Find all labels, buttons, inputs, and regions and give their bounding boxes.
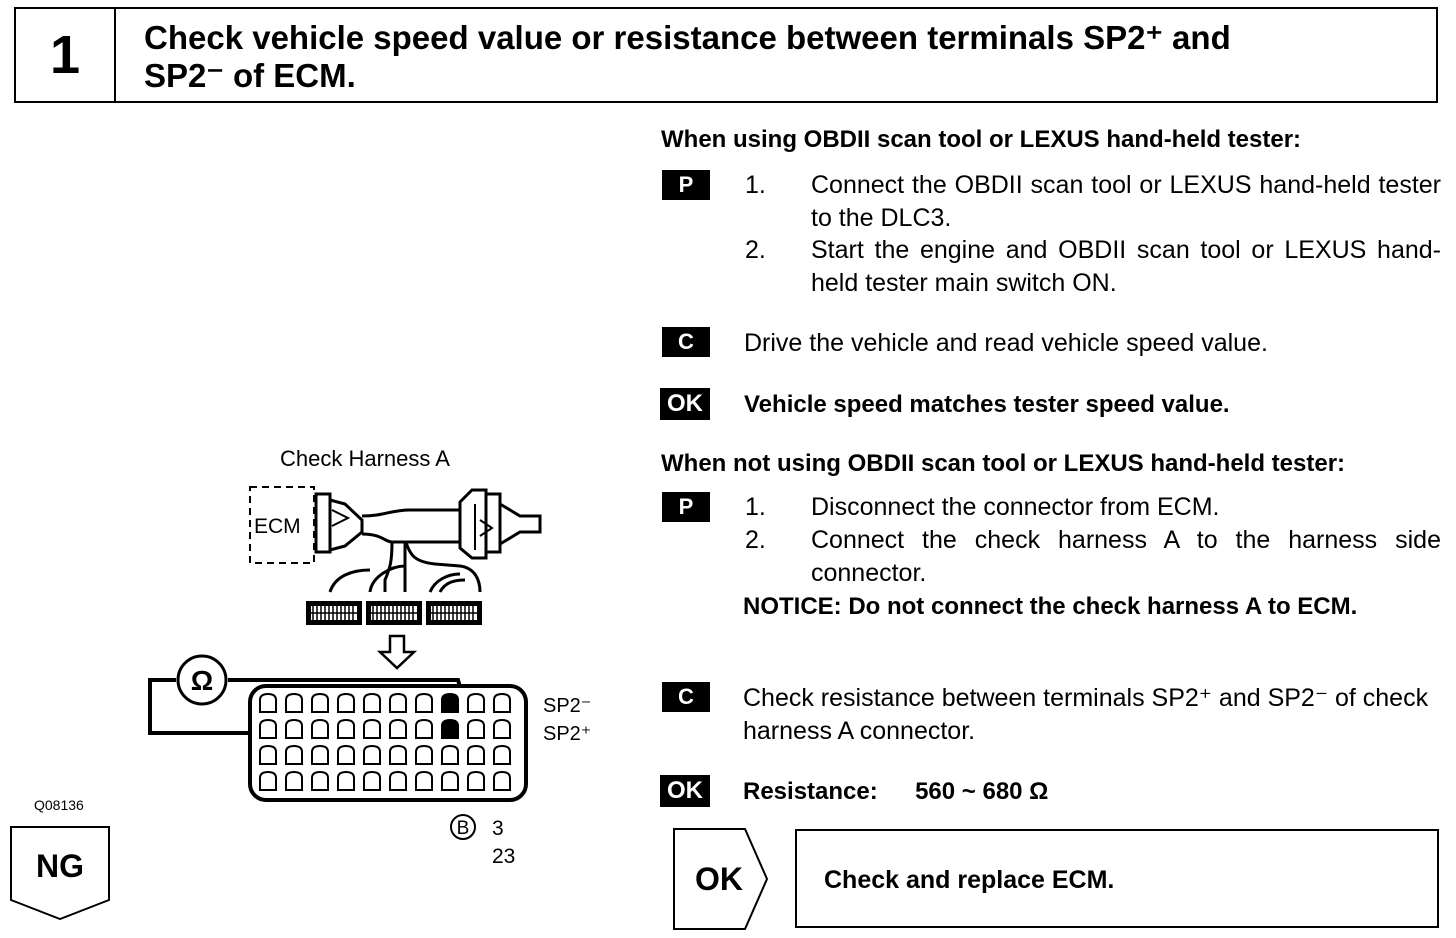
connector-pin	[493, 718, 511, 739]
step2-text: Connect the check harness A to the harne…	[811, 526, 1441, 587]
connector-pin	[441, 744, 459, 765]
ecm-label: ECM	[254, 515, 301, 538]
connector-pin	[311, 692, 329, 713]
resistance-value: 560 ~ 680 Ω	[915, 778, 1049, 805]
resistance-spec: Resistance: 560 ~ 680 Ω	[743, 775, 1048, 808]
resistance-label: Resistance:	[743, 778, 878, 805]
step2-number: 2.	[745, 526, 766, 554]
ok-branch-label: OK	[695, 861, 743, 897]
connector-pin	[259, 692, 277, 713]
connector-pin	[311, 718, 329, 739]
sp2-plus-label: SP2⁺	[543, 723, 591, 745]
connector-pin	[441, 770, 459, 791]
step-title-line2: SP2⁻ of ECM.	[144, 57, 356, 94]
step-number: 1	[16, 9, 116, 101]
scan-tool-heading: When using OBDII scan tool or LEXUS hand…	[661, 126, 1302, 153]
connector-pin	[285, 718, 303, 739]
result-box: Check and replace ECM.	[795, 829, 1439, 928]
connector-pin	[285, 744, 303, 765]
badge-prepare: P	[662, 170, 710, 200]
connector-pin	[311, 744, 329, 765]
connector-pin	[389, 744, 407, 765]
connector-pin	[389, 770, 407, 791]
step2-text: Start the engine and OBDII scan tool or …	[811, 236, 1441, 297]
connector-pin	[363, 718, 381, 739]
connector-pin	[493, 744, 511, 765]
connector-pin	[285, 692, 303, 713]
connector-pin	[467, 744, 485, 765]
connector-pin	[363, 744, 381, 765]
connector-pin	[415, 744, 433, 765]
connector-pin	[389, 692, 407, 713]
ecm-box	[249, 486, 315, 564]
connector-pin	[285, 770, 303, 791]
connector-letter-circle	[450, 814, 476, 840]
connector-pin	[337, 692, 355, 713]
connector-pin	[259, 744, 277, 765]
step1-number: 1.	[745, 493, 766, 521]
connector-pin	[493, 692, 511, 713]
ohmmeter-icon	[176, 654, 228, 706]
sp2-minus-label: SP2⁻	[543, 695, 591, 717]
badge-ok: OK	[660, 388, 710, 420]
badge-ok: OK	[660, 775, 710, 807]
badge-check: C	[662, 682, 710, 712]
diagram-title: Check Harness A	[280, 446, 450, 471]
ok-text: Vehicle speed matches tester speed value…	[744, 391, 1230, 418]
left-connector	[314, 492, 364, 554]
ohmmeter-symbol: Ω	[191, 665, 213, 696]
check-harness-diagram: Check Harness A ECM	[130, 440, 630, 880]
down-arrow-icon	[376, 634, 418, 670]
ng-branch: NG	[10, 826, 110, 921]
connector-pin	[467, 770, 485, 791]
pin-number-a: 3	[492, 817, 504, 840]
connector-pin	[259, 770, 277, 791]
connector-pin	[493, 770, 511, 791]
step1-text: Disconnect the connector from ECM.	[811, 493, 1220, 521]
connector-pin	[337, 718, 355, 739]
connector-pin	[389, 718, 407, 739]
connector-pin	[259, 718, 277, 739]
connector-pin	[363, 692, 381, 713]
check-text: Check resistance between terminals SP2⁺ …	[743, 684, 1429, 745]
connector-pin	[415, 692, 433, 713]
right-connector	[458, 488, 542, 560]
badge-prepare: P	[662, 492, 710, 522]
harness-connectors	[306, 601, 482, 625]
connector-pin	[415, 718, 433, 739]
step1-text: Connect the OBDII scan tool or LEXUS han…	[811, 171, 1441, 232]
no-scan-tool-heading: When not using OBDII scan tool or LEXUS …	[661, 450, 1346, 477]
harness-cable	[328, 508, 482, 593]
step-header: 1 Check vehicle speed value or resistanc…	[14, 7, 1438, 103]
step-title-line1: Check vehicle speed value or resistance …	[144, 19, 1231, 56]
connector-pin	[467, 692, 485, 713]
connector-pin	[337, 744, 355, 765]
figure-code: Q08136	[34, 797, 84, 813]
step2-number: 2.	[745, 236, 766, 264]
notice-text: NOTICE: Do not connect the check harness…	[743, 593, 1358, 620]
step-title: Check vehicle speed value or resistance …	[144, 19, 1424, 95]
connector-pin	[467, 718, 485, 739]
connector-pin-highlighted	[441, 718, 459, 739]
check-text: Drive the vehicle and read vehicle speed…	[744, 329, 1268, 357]
connector-pin-highlighted	[441, 692, 459, 713]
result-action: Check and replace ECM.	[824, 866, 1115, 894]
connector-letter: B	[457, 818, 470, 839]
badge-check: C	[662, 327, 710, 357]
pin-number-b: 23	[492, 845, 515, 868]
connector-pin	[337, 770, 355, 791]
step1-number: 1.	[745, 171, 766, 199]
ng-label: NG	[36, 848, 84, 884]
ok-branch: OK	[673, 828, 769, 930]
connector-pin	[415, 770, 433, 791]
connector-pin	[311, 770, 329, 791]
connector-pin	[363, 770, 381, 791]
connector-pins	[259, 692, 511, 791]
